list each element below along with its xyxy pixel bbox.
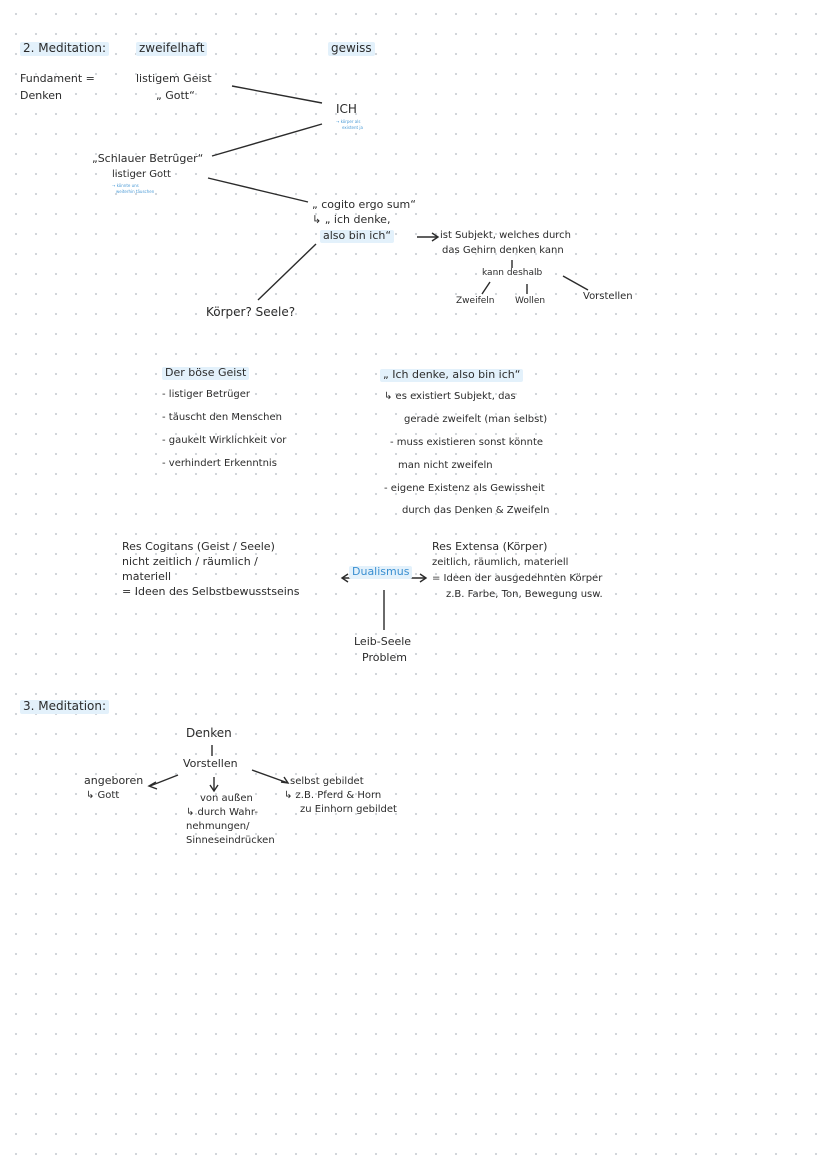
m3-angeboren-god: ↳ Gott: [86, 790, 120, 801]
meditation-3-title: 3. Meditation:: [20, 699, 110, 714]
m3-aussen-line: Sinneseindrücken: [186, 835, 275, 846]
ich-denke-line: man nicht zweifeln: [398, 460, 493, 471]
column-doubtful: zweifelhaft: [136, 41, 208, 56]
m3-denken: Denken: [186, 726, 232, 740]
evil-spirit-title: Der böse Geist: [162, 366, 250, 380]
evil-spirit-item: - täuscht den Menschen: [162, 412, 282, 423]
arrow-head-subject: [431, 232, 440, 242]
ability-wollen: Wollen: [515, 296, 546, 306]
m3-selbst-line: ↳ z.B. Pferd & Horn: [284, 790, 382, 801]
leib-seele-line-1: Leib-Seele: [354, 635, 412, 648]
line-vorstellen-selbst: [251, 769, 289, 784]
m3-aussen-line: nehmungen/: [186, 821, 250, 832]
ich-label: ICH: [336, 102, 357, 116]
ich-denke-line: - eigene Existenz als Gewissheit: [384, 483, 545, 494]
ich-denke-line: - muss existieren sonst könnte: [390, 437, 544, 448]
ich-note-1: → körper als: [336, 119, 361, 124]
line-cogito-body: [257, 243, 317, 301]
res-extensa-line: zeitlich, räumlich, materiell: [432, 557, 569, 568]
dualismus-label: Dualismus: [349, 565, 413, 579]
res-cogitans-line: nicht zeitlich / räumlich /: [122, 555, 258, 568]
meditation-2-title: 2. Meditation:: [20, 41, 110, 56]
ich-denke-line: durch das Denken & Zweifeln: [402, 505, 550, 516]
m3-angeboren: angeboren: [84, 774, 144, 787]
m3-selbst: selbst gebildet: [290, 776, 364, 787]
ability-zweifeln: Zweifeln: [456, 296, 495, 306]
ich-denke-line: ↳ es existiert Subjekt, das: [384, 391, 516, 402]
deceiver-sub: listiger Gott: [112, 169, 171, 180]
line-vorstellen-angeboren: [149, 774, 179, 787]
arrow-head-selbst: [280, 776, 290, 784]
m3-aussen-line: ↳ durch Wahr-: [186, 807, 258, 818]
dualismus-arrow-left: [340, 573, 349, 583]
evil-spirit-item: - listiger Betrüger: [162, 389, 251, 400]
arrow-head-angeboren: [147, 781, 158, 790]
ability-vorstellen: Vorstellen: [583, 291, 633, 302]
leib-seele-line-2: Problem: [362, 651, 407, 664]
m3-aussen: von außen: [200, 793, 253, 804]
deceiver-note-2: weiterhin täuschen: [116, 189, 155, 194]
arrow-head-aussen: [209, 784, 219, 793]
m3-selbst-line: zu Einhorn gebildet: [300, 804, 397, 815]
subject-line-2: das Gehirn denken kann: [442, 245, 564, 256]
fundament-label: Fundament =: [20, 72, 95, 85]
line-deceiver-ich: [211, 123, 323, 157]
evil-spirit-item: - verhindert Erkenntnis: [162, 458, 277, 469]
cogito-line-3: also bin ich“: [320, 229, 395, 243]
cogito-title: „ cogito ergo sum“: [312, 198, 416, 211]
deceiver-note-1: → könnte uns: [112, 183, 139, 188]
res-cogitans-line: = Ideen des Selbstbewusstseins: [122, 585, 300, 598]
res-extensa-line: = Ideen der ausgedehnten Körper: [432, 573, 603, 584]
res-cogitans-line: materiell: [122, 570, 171, 583]
column-certain: gewiss: [328, 41, 375, 56]
dualismus-arrow-right: [419, 573, 428, 583]
kann-deshalb: kann deshalb: [482, 268, 543, 278]
res-cogitans-title: Res Cogitans (Geist / Seele): [122, 540, 275, 553]
line-god-ich: [231, 85, 323, 104]
ich-denke-line: gerade zweifelt (man selbst): [404, 414, 548, 425]
ich-denke-title: „ Ich denke, also bin ich“: [380, 368, 524, 382]
line-kann-zweifeln: [481, 281, 491, 295]
res-extensa-title: Res Extensa (Körper): [432, 540, 548, 553]
m3-vorstellen: Vorstellen: [183, 757, 238, 770]
body-soul-question: Körper? Seele?: [206, 305, 296, 319]
line-kann-vorstellen: [562, 275, 589, 291]
god-line-1: listigem Geist: [136, 72, 212, 85]
subject-line-1: ist Subjekt, welches durch: [440, 230, 572, 241]
ich-note-2: existent ja: [342, 125, 363, 130]
fundament-value: Denken: [20, 89, 62, 102]
deceiver-title: „Schlauer Betrüger“: [92, 152, 204, 165]
cogito-line-2: ↳ „ ich denke,: [312, 213, 391, 226]
evil-spirit-item: - gaukelt Wirklichkeit vor: [162, 435, 287, 446]
line-deceiver-cogito: [207, 177, 309, 203]
res-extensa-line: z.B. Farbe, Ton, Bewegung usw.: [446, 589, 603, 600]
god-line-2: „ Gott“: [156, 89, 195, 102]
